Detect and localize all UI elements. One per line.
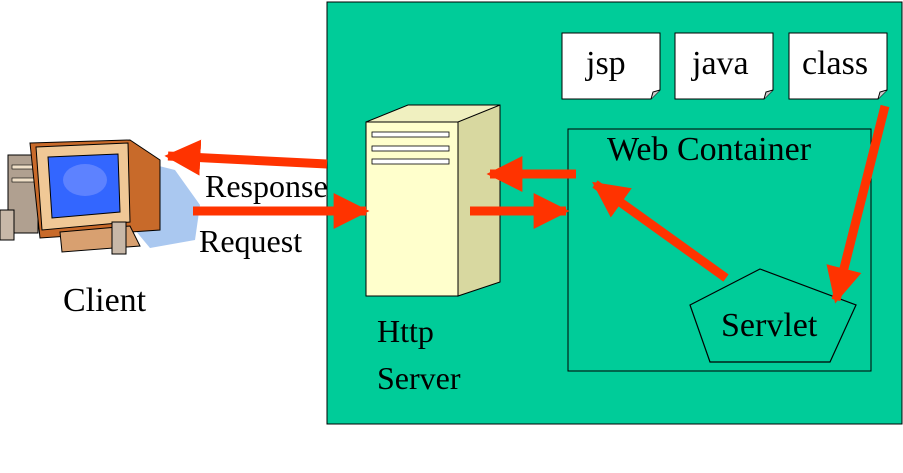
class-to-servlet-arrow <box>826 104 890 304</box>
web-container-label: Web Container <box>607 131 812 168</box>
response-label: Response <box>205 168 328 204</box>
http-server-label-line1: Http <box>377 313 434 349</box>
client-label: Client <box>63 282 147 319</box>
request-label: Request <box>199 223 303 259</box>
java-file-icon <box>674 32 774 100</box>
jsp-file-label: jsp <box>586 45 626 82</box>
response-arrow-to-client <box>164 139 328 176</box>
http-server-label-line2: Server <box>377 360 461 396</box>
class-file-icon <box>788 32 888 100</box>
servlet-label: Servlet <box>721 307 818 344</box>
java-file-label: java <box>692 45 749 82</box>
desktop-computer-icon <box>0 139 200 255</box>
servlet-to-container-arrow <box>592 180 729 282</box>
server-tower-icon <box>365 104 501 297</box>
class-file-label: class <box>802 45 869 82</box>
web-container-box <box>567 128 872 372</box>
jsp-file-icon <box>561 32 661 100</box>
